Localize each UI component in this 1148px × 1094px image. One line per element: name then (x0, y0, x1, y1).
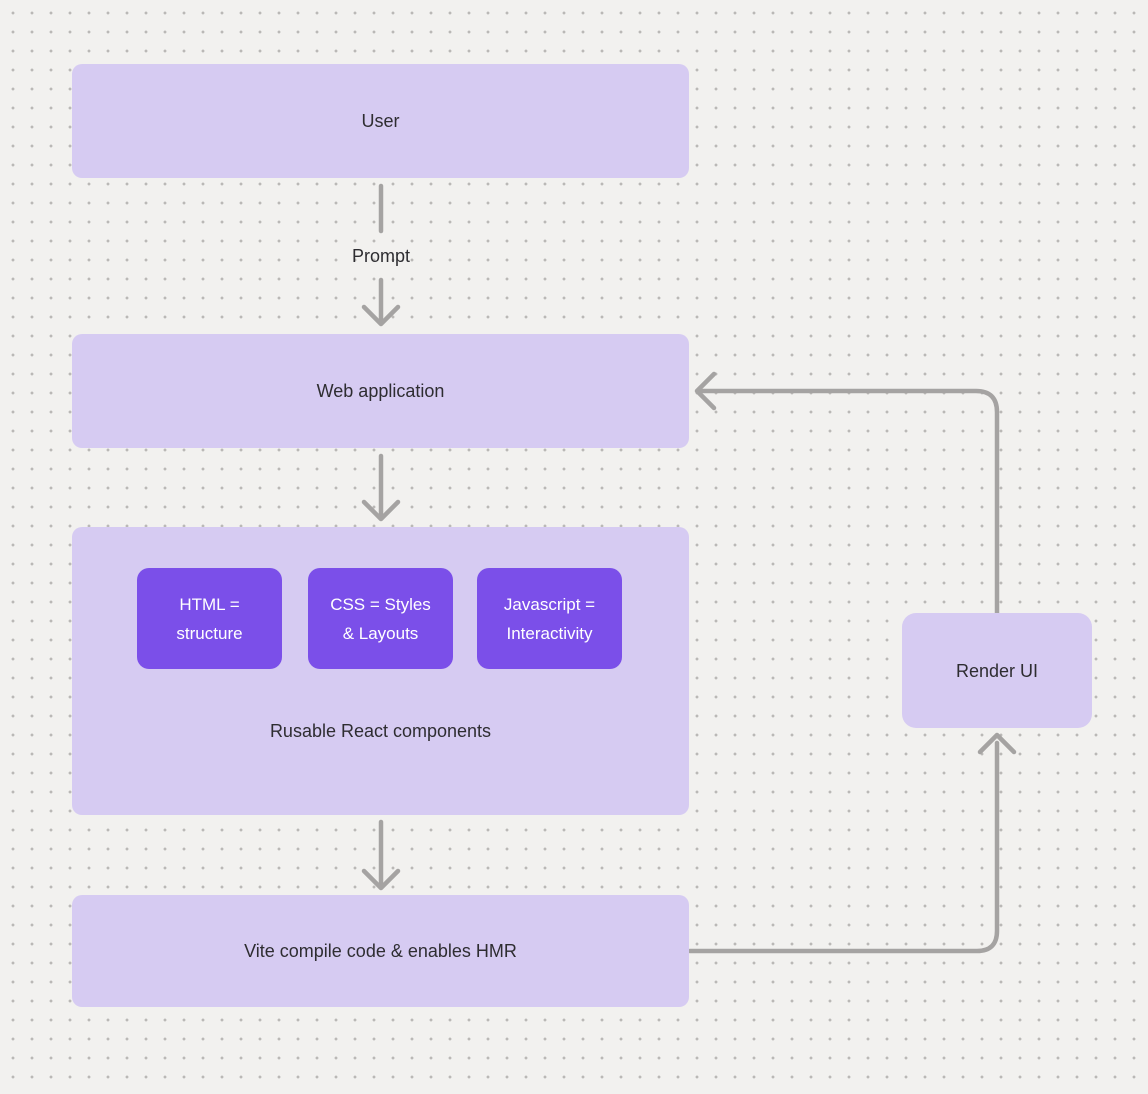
node-css-line2: & Layouts (342, 623, 419, 643)
edge-renderui-to-webapp-line (699, 388, 1000, 616)
node-html-structure: HTML = structure (137, 568, 282, 669)
arrowhead-left-into-webapp (694, 371, 717, 411)
arrowhead-down-into-webapp (361, 304, 401, 327)
node-css-styles: CSS = Styles & Layouts (308, 568, 453, 669)
edge-vite-to-renderui-line (687, 740, 1000, 954)
node-javascript-line2: Interactivity (506, 623, 593, 643)
node-user: User (72, 64, 689, 178)
node-html-line1: HTML = (179, 594, 240, 614)
arrowhead-down-into-vite (361, 868, 401, 891)
group-react-components-caption: Rusable React components (269, 721, 492, 741)
node-vite-label: Vite compile code & enables HMR (244, 941, 517, 961)
group-react-components: HTML = structure CSS = Styles & Layouts … (72, 527, 689, 815)
arrowhead-down-into-components (361, 499, 401, 522)
node-render-ui-label: Render UI (955, 660, 1039, 681)
node-web-application: Web application (72, 334, 689, 448)
node-vite: Vite compile code & enables HMR (72, 895, 689, 1007)
node-javascript-interactivity: Javascript = Interactivity (477, 568, 622, 669)
node-css-line1: CSS = Styles (330, 594, 431, 614)
arrowhead-up-into-renderui (977, 732, 1017, 755)
node-html-line2: structure (176, 623, 243, 643)
node-web-application-label: Web application (316, 381, 445, 401)
node-user-label: User (361, 111, 400, 131)
node-javascript-line1: Javascript = (503, 594, 596, 614)
edge-label-prompt: Prompt (351, 246, 411, 266)
node-render-ui: Render UI (902, 613, 1092, 728)
